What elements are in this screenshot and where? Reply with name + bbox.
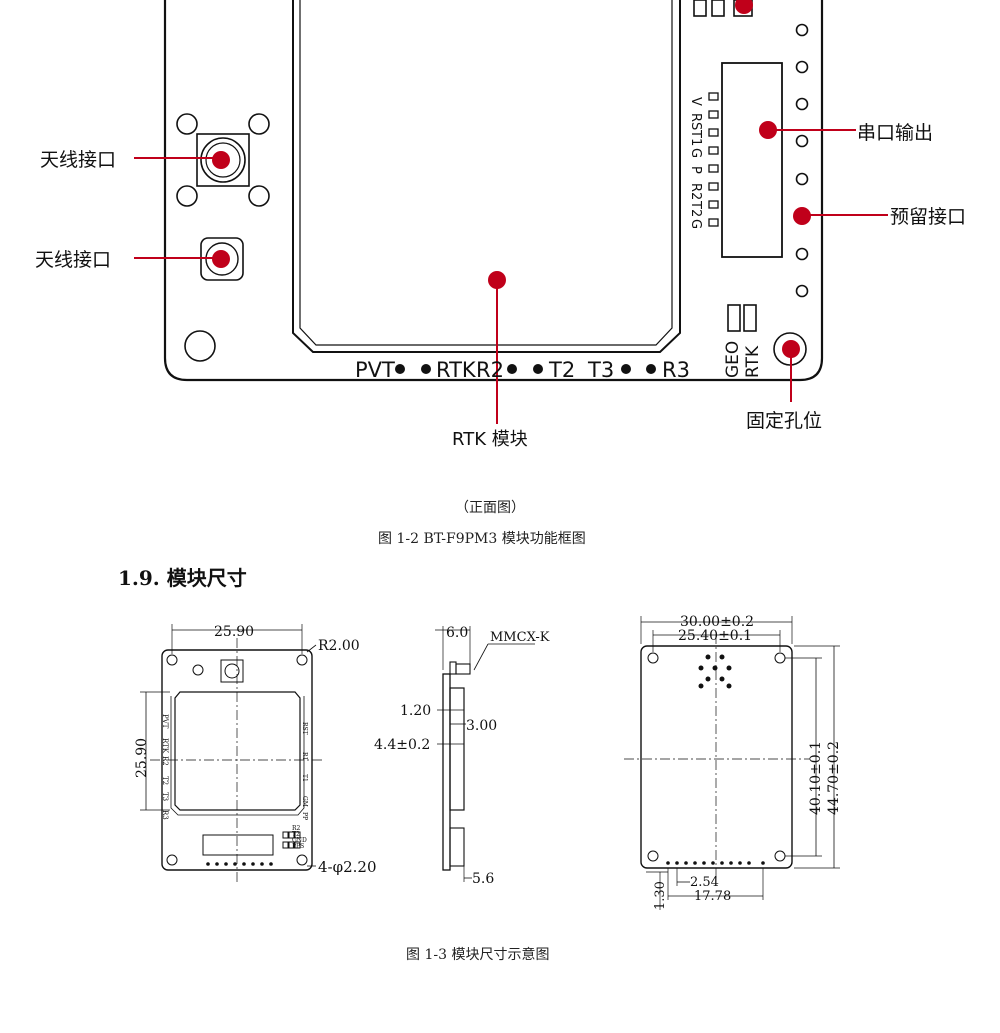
reserved-holes <box>795 23 809 298</box>
svg-text:RST: RST <box>301 722 308 735</box>
led-label-t2: T2 <box>548 358 575 382</box>
dim-view2-top: 6.0 <box>446 625 468 641</box>
callouts <box>134 0 888 424</box>
front-view-diagram: PVT RTK R2 T2 T3 R3 V RS T1 G P R2 T2 G … <box>134 0 888 424</box>
rtk-label: RTK <box>743 345 763 378</box>
led-label-r3: R3 <box>662 358 690 382</box>
svg-text:G: G <box>688 219 703 229</box>
caption-figure-1-2: 图 1-2 BT-F9PM3 模块功能框图 <box>378 531 586 547</box>
dim-view2-d1: 1.20 <box>400 703 431 719</box>
svg-text:PPS: PPS <box>292 843 304 850</box>
svg-text:RS: RS <box>688 113 703 130</box>
dim-view2-connector: MMCX-K <box>490 630 550 645</box>
back-pads <box>698 654 732 689</box>
svg-text:V: V <box>688 97 703 106</box>
svg-text:R1: R1 <box>301 752 308 760</box>
dim-view2-d3: 4.4±0.2 <box>374 737 430 753</box>
pin-labels: V RS T1 G P R2 T2 G <box>688 97 703 229</box>
dim-view3-pin-span: 17.78 <box>694 889 731 904</box>
reserved-port-label: 预留接口 <box>890 206 967 228</box>
svg-text:G: G <box>688 148 703 158</box>
led-labels: PVT RTK R2 T2 T3 R3 <box>355 358 690 382</box>
sma-connector <box>176 113 270 207</box>
svg-text:PVT: PVT <box>161 714 169 729</box>
svg-text:R2: R2 <box>292 825 301 832</box>
dim-view3-outer-width: 30.00±0.2 <box>680 614 754 630</box>
svg-text:GND: GND <box>292 837 307 844</box>
led-dots <box>395 364 656 374</box>
board-outline <box>163 0 824 382</box>
fixing-hole-label: 固定孔位 <box>746 410 823 432</box>
serial-header <box>721 62 783 258</box>
svg-text:T1: T1 <box>688 129 703 146</box>
dim-view1-width: 25.90 <box>214 624 254 640</box>
dim-view1-radius: R2.00 <box>318 638 360 654</box>
rtk-module-shield <box>292 0 681 353</box>
header-pin-dots-view3 <box>666 861 765 865</box>
svg-text:T2: T2 <box>688 200 703 217</box>
dimension-view-side <box>435 626 535 882</box>
svg-text:T2: T2 <box>161 776 169 785</box>
section-heading: 1.9. 模块尺寸 <box>118 566 247 590</box>
dimension-drawings: 25.90 R2.00 25.90 4-φ2.20 PVT RTK R2 T2 … <box>134 614 842 910</box>
mount-hole-bottom-left <box>184 330 216 362</box>
svg-text:RTK: RTK <box>161 738 169 754</box>
dim-view3-offset: 1.30 <box>653 881 668 910</box>
serial-output-label: 串口输出 <box>857 122 934 144</box>
svg-text:R3: R3 <box>161 810 169 820</box>
dim-view3-pitch: 2.54 <box>690 875 719 890</box>
dim-view1-holes: 4-φ2.20 <box>318 858 377 876</box>
svg-text:T3: T3 <box>161 792 169 801</box>
svg-text:PP: PP <box>301 812 308 820</box>
dim-view2-d2: 3.00 <box>466 718 497 734</box>
antenna-interface-label-bottom: 天线接口 <box>35 249 112 271</box>
dimension-view-back <box>624 616 840 910</box>
caption-front-view: （正面图） <box>455 500 525 516</box>
svg-text:T2: T2 <box>292 831 300 838</box>
caption-figure-1-3: 图 1-3 模块尺寸示意图 <box>406 947 550 963</box>
dim-view2-bottom: 5.6 <box>472 871 494 887</box>
dim-view3-outer-height: 44.70±0.2 <box>826 741 842 815</box>
dim-view3-inner-width: 25.40±0.1 <box>678 628 752 644</box>
led-label-t3: T3 <box>587 358 614 382</box>
led-label-r2: R2 <box>476 358 504 382</box>
header-pins <box>708 92 719 227</box>
header-pin-dots-view1 <box>206 862 273 866</box>
view1-side-labels: PVT RTK R2 T2 T3 R3 <box>161 714 169 820</box>
geo-label: GEO <box>723 341 743 378</box>
rtk-module-label: RTK 模块 <box>452 429 528 450</box>
view1-right-labels: RST R1 T1 GM PP R2 T2 GND PPS <box>292 722 308 850</box>
svg-text:R2: R2 <box>688 183 703 200</box>
svg-text:R2: R2 <box>161 756 169 766</box>
svg-text:T1: T1 <box>301 774 308 782</box>
led-label-rtk: RTK <box>436 358 477 382</box>
dim-view1-height: 25.90 <box>134 738 150 778</box>
svg-text:P: P <box>688 166 703 174</box>
svg-text:GM: GM <box>301 796 308 807</box>
antenna-interface-label-top: 天线接口 <box>40 149 117 171</box>
led-label-pvt: PVT <box>355 358 395 382</box>
dimension-view-front <box>140 624 324 882</box>
dim-view3-inner-height: 40.10±0.1 <box>808 741 824 815</box>
